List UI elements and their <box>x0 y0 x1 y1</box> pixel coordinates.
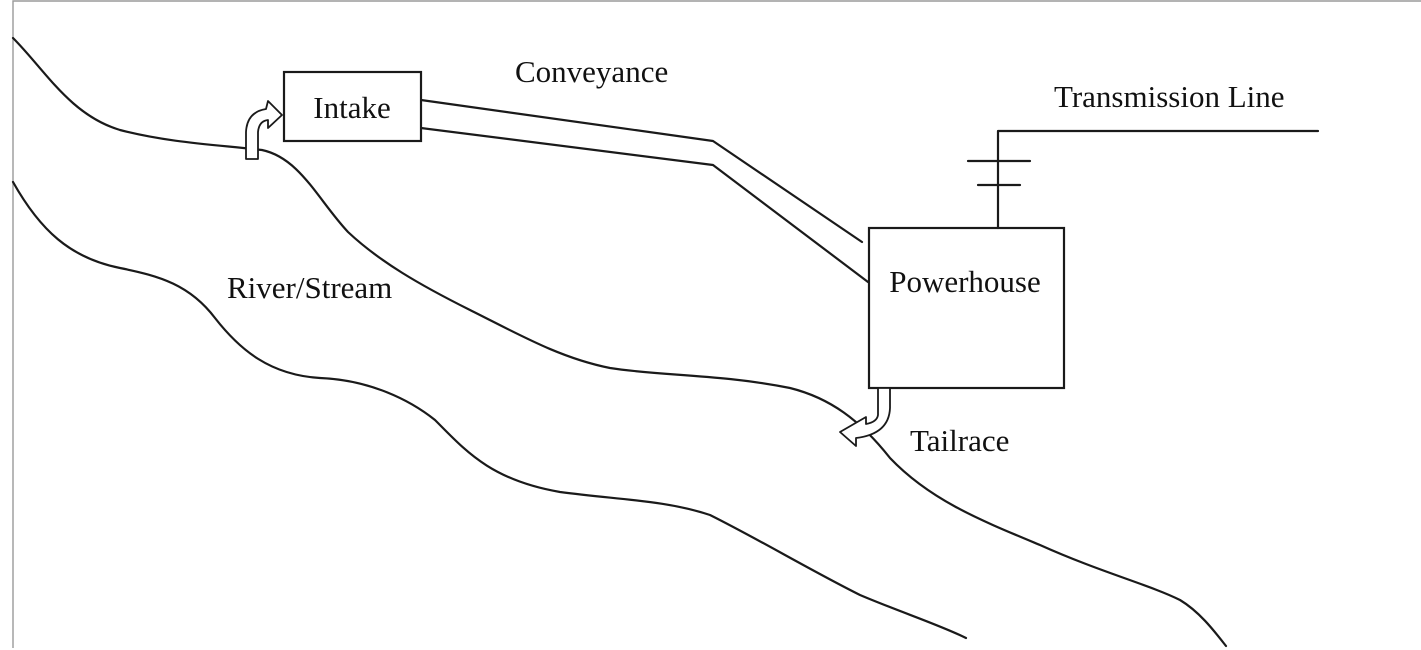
conveyance-pipe-bottom <box>419 126 870 284</box>
transmission-line <box>996 129 1320 230</box>
conveyance-pipe-top <box>419 98 864 244</box>
intake-box <box>282 70 423 143</box>
river-stream-label: River/Stream <box>227 270 392 305</box>
intake-flow-arrow <box>245 100 283 160</box>
tailrace-label: Tailrace <box>910 423 1009 458</box>
tailrace-flow-arrow <box>839 387 891 447</box>
frame-border <box>12 0 1421 648</box>
transmission-line-label: Transmission Line <box>1054 79 1285 114</box>
intake-label: Intake <box>313 90 390 125</box>
river-upper-bank <box>11 36 1228 648</box>
river-lower-bank <box>11 180 968 640</box>
powerhouse-label: Powerhouse <box>889 264 1041 299</box>
conveyance-label: Conveyance <box>515 54 668 89</box>
powerhouse-box <box>867 226 1066 390</box>
